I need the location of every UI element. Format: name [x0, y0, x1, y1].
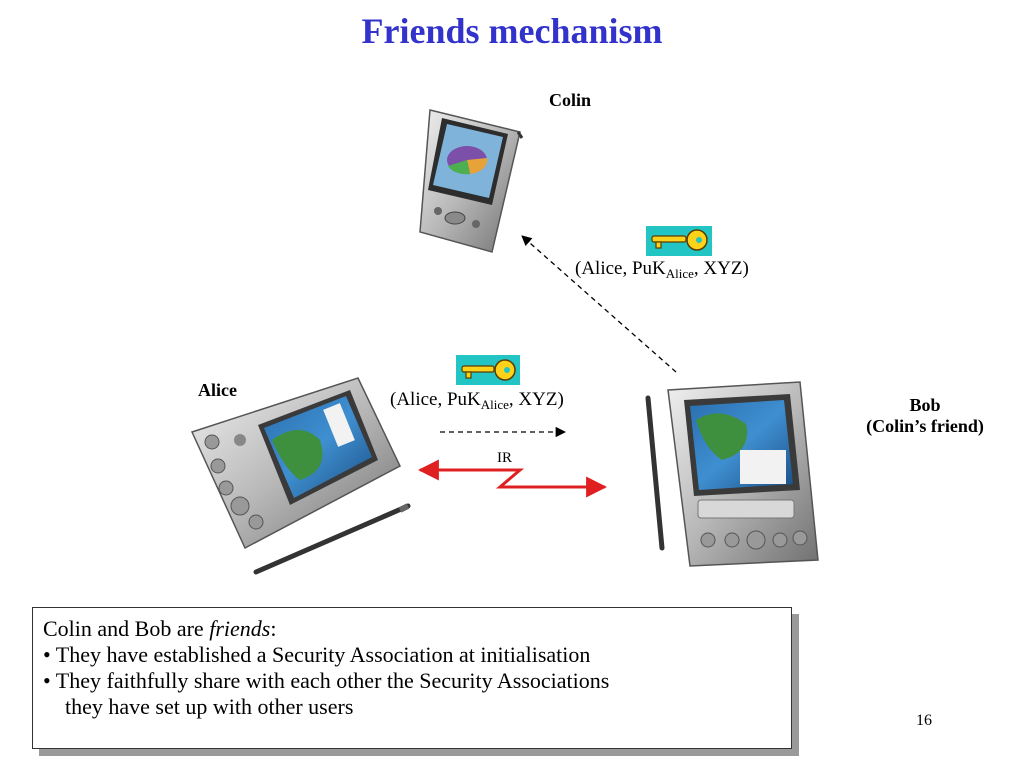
caption-intro: Colin and Bob are friends: [43, 616, 277, 641]
key-icon [646, 226, 712, 256]
label-bob: Bob (Colin’s friend) [840, 395, 1010, 437]
label-colin: Colin [549, 90, 592, 110]
page-number: 16 [916, 712, 932, 729]
pda-bob-icon [667, 381, 819, 567]
stylus-icon [253, 503, 411, 575]
label-ir: IR [497, 450, 512, 466]
label-bob-role: (Colin’s friend) [866, 416, 984, 436]
ir-link-arrow [417, 459, 608, 498]
page-title: Friends mechanism [361, 11, 663, 51]
caption-box: Colin and Bob are friends: • They have e… [32, 607, 792, 749]
key-icon [456, 355, 520, 385]
stylus-icon [645, 395, 665, 551]
message-to-bob: (Alice, PuKAlice, XYZ) [390, 389, 564, 412]
pda-alice-icon [190, 377, 401, 550]
caption-bullet-2: • They faithfully share with each other … [43, 668, 610, 693]
message-to-colin: (Alice, PuKAlice, XYZ) [575, 258, 749, 281]
label-bob-name: Bob [909, 395, 941, 415]
dashed-arrow-to-colin [521, 235, 677, 373]
caption-bullet-2-continued: they have set up with other users [65, 694, 354, 719]
label-alice: Alice [198, 380, 237, 400]
pda-colin-icon [419, 109, 524, 253]
caption-bullet-1: • They have established a Security Assoc… [43, 642, 591, 667]
